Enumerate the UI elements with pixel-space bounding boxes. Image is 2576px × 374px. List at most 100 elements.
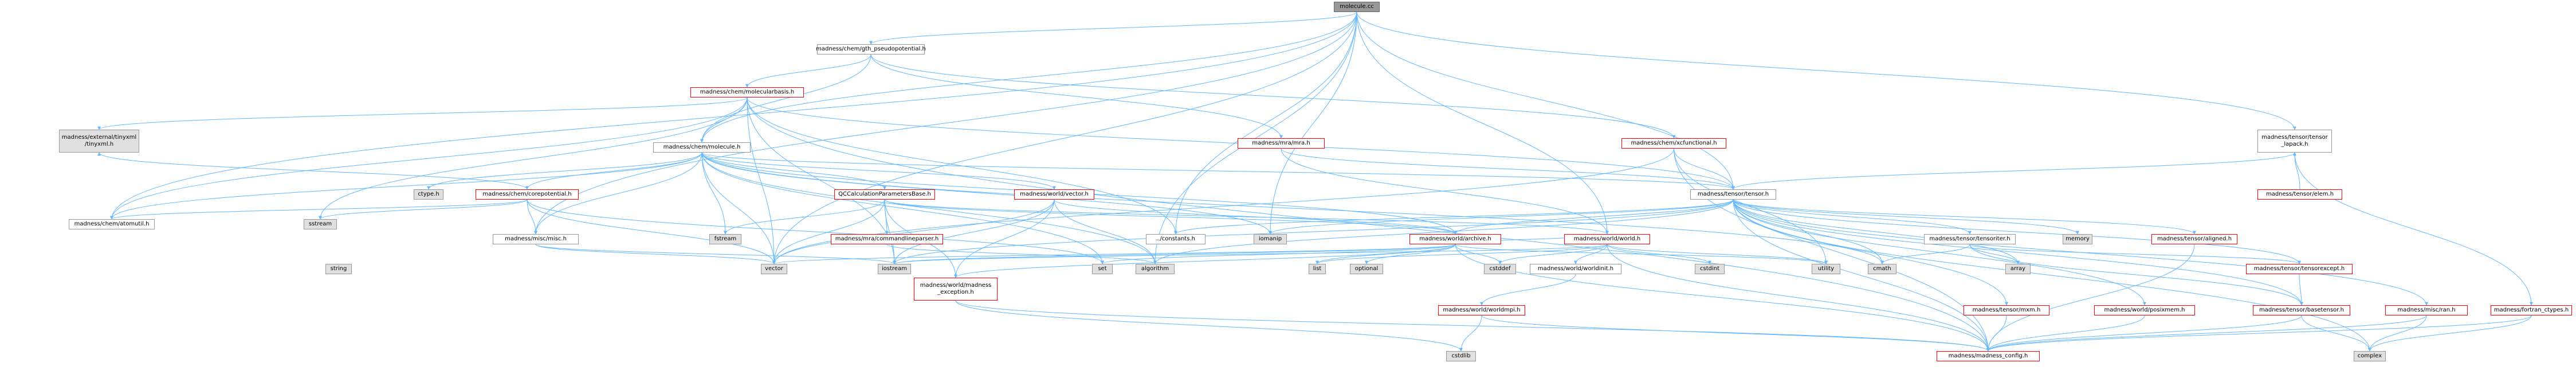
edge-worldh-cstddef bbox=[1498, 244, 1608, 264]
edge-worldh-iostream bbox=[893, 244, 1608, 264]
edge-tensor-mxm bbox=[1733, 199, 2008, 306]
edge-tensor-cmath bbox=[1733, 199, 1884, 264]
edge-root-molecule bbox=[700, 11, 1357, 143]
node-atomutil[interactable]: madness/chem/atomutil.h bbox=[69, 219, 155, 229]
node-iomanip[interactable]: iomanip bbox=[1254, 234, 1287, 244]
edge-corepot-atomutil bbox=[110, 199, 528, 220]
node-qccalcparams[interactable]: QCCalculationParametersBase.h bbox=[834, 189, 935, 200]
edge-qccalc-archive bbox=[884, 199, 1457, 235]
edge-aligned-config bbox=[1986, 244, 2195, 352]
node-tensor-lapack[interactable]: madness/tensor/tensor _lapack.h bbox=[2257, 130, 2332, 153]
edge-molbasis-atomutil bbox=[110, 97, 748, 220]
edge-vector-madexc bbox=[954, 199, 1055, 278]
edge-gth-molecule bbox=[700, 54, 871, 143]
node-misc[interactable]: madness/misc/misc.h bbox=[493, 234, 579, 244]
node-molecule-h[interactable]: madness/chem/molecule.h bbox=[653, 142, 751, 153]
node-mxm[interactable]: madness/tensor/mxm.h bbox=[1964, 305, 2049, 315]
edge-fortran-config bbox=[1986, 315, 2532, 352]
node-algorithm[interactable]: algorithm bbox=[1136, 264, 1175, 274]
edge-tensoriter-tensorexcept bbox=[1969, 244, 2301, 264]
node-string[interactable]: string bbox=[325, 264, 352, 274]
edge-misc-iostream bbox=[535, 244, 896, 264]
edge-molecule-qccalc bbox=[701, 152, 886, 190]
edge-tensorexcept-basetensor bbox=[2299, 274, 2303, 306]
node-madness-config[interactable]: madness/madness_config.h bbox=[1937, 351, 2040, 361]
edge-root-tlapack bbox=[1356, 11, 2296, 130]
node-constants[interactable]: ../constants.h bbox=[1146, 234, 1205, 244]
node-iostream[interactable]: iostream bbox=[878, 264, 911, 274]
node-set[interactable]: set bbox=[1092, 264, 1113, 274]
node-commandlineparser[interactable]: madness/mra/commandlineparser.h bbox=[831, 234, 943, 244]
edge-molecule-corepot bbox=[525, 152, 702, 190]
edge-worldh-worldinit bbox=[1574, 244, 1608, 264]
edge-vector-vec bbox=[772, 199, 1055, 264]
edge-archive-config bbox=[1455, 244, 1990, 352]
edge-xcfunc-tensor bbox=[1674, 148, 1735, 190]
edge-tensor-consts bbox=[1174, 199, 1734, 235]
node-tensoriter[interactable]: madness/tensor/tensoriter.h bbox=[1924, 234, 2016, 244]
node-worldinit[interactable]: madness/world/worldinit.h bbox=[1530, 264, 1621, 274]
edge-basetensor-complex bbox=[2301, 315, 2371, 352]
edge-tensor-basetensor bbox=[1733, 199, 2303, 306]
node-mra[interactable]: madness/mra/mra.h bbox=[1238, 138, 1325, 149]
node-basetensor[interactable]: madness/tensor/basetensor.h bbox=[2253, 305, 2350, 315]
edge-tensor-algorithm bbox=[1153, 199, 1734, 264]
edge-ran-config bbox=[1986, 315, 2427, 352]
node-posixmem[interactable]: madness/world/posixmem.h bbox=[2094, 305, 2195, 315]
node-array[interactable]: array bbox=[2005, 264, 2031, 274]
node-complex[interactable]: complex bbox=[2354, 351, 2386, 361]
node-world-h[interactable]: madness/world/world.h bbox=[1564, 234, 1650, 244]
edge-molbasis-tinyxml bbox=[97, 97, 748, 130]
node-ran[interactable]: madness/misc/ran.h bbox=[2385, 305, 2468, 315]
edge-xcfunc-config bbox=[1674, 148, 1990, 352]
edge-archive-iostream bbox=[893, 244, 1456, 264]
edge-molbasis-sstream bbox=[319, 97, 748, 220]
edge-tensorelem-tlapack bbox=[2293, 152, 2300, 190]
node-corepotential[interactable]: madness/chem/corepotential.h bbox=[476, 189, 579, 200]
node-memory[interactable]: memory bbox=[2063, 234, 2092, 244]
node-madness-exception[interactable]: madness/world/madness _exception.h bbox=[914, 278, 998, 301]
edge-molbasis-config bbox=[747, 97, 1990, 352]
node-molecularbasis[interactable]: madness/chem/molecularbasis.h bbox=[690, 87, 804, 98]
node-sstream[interactable]: sstream bbox=[304, 219, 337, 229]
node-tensor-h[interactable]: madness/tensor/tensor.h bbox=[1690, 189, 1776, 200]
node-fstream[interactable]: fstream bbox=[709, 234, 741, 244]
edge-molecule-atomutil bbox=[110, 152, 702, 220]
edge-root-tensor bbox=[1356, 11, 1735, 190]
node-utility[interactable]: utility bbox=[1812, 264, 1840, 274]
node-cstdlib[interactable]: cstdlib bbox=[1446, 351, 1476, 361]
node-cstddef[interactable]: cstddef bbox=[1484, 264, 1516, 274]
edge-tensor-iostream bbox=[893, 199, 1734, 264]
node-gth-pseudopotential[interactable]: madness/chem/gth_pseudopotential.h bbox=[816, 44, 926, 54]
edge-madexc-config bbox=[955, 300, 1990, 352]
node-fortran-ctypes[interactable]: madness/fortran_ctypes.h bbox=[2491, 305, 2572, 315]
edge-archive-optional bbox=[1365, 244, 1456, 264]
node-archive[interactable]: madness/world/archive.h bbox=[1409, 234, 1501, 244]
edge-molecule-tensor bbox=[701, 152, 1735, 190]
edge-qccalc-vec bbox=[772, 199, 885, 264]
edge-molecule-iomanip bbox=[701, 152, 1272, 235]
edge-posixmem-config bbox=[1986, 315, 2145, 352]
node-worldmpi[interactable]: madness/world/worldmpi.h bbox=[1438, 305, 1525, 315]
node-tensor-elem[interactable]: madness/tensor/elem.h bbox=[2257, 189, 2342, 200]
node-vector[interactable]: vector bbox=[761, 264, 787, 274]
edge-vector-iostream bbox=[893, 199, 1055, 264]
node-world-vector[interactable]: madness/world/vector.h bbox=[1014, 189, 1094, 200]
node-optional[interactable]: optional bbox=[1350, 264, 1383, 274]
edge-tensoriter-array bbox=[1969, 244, 2020, 264]
node-xcfunctional[interactable]: madness/chem/xcfunctional.h bbox=[1621, 138, 1726, 149]
edge-root-vec bbox=[772, 11, 1357, 264]
node-cmath[interactable]: cmath bbox=[1868, 264, 1896, 274]
node-tensorexcept[interactable]: madness/tensor/tensorexcept.h bbox=[2246, 264, 2353, 274]
node-tensor-aligned[interactable]: madness/tensor/aligned.h bbox=[2151, 234, 2237, 244]
node-list[interactable]: list bbox=[1309, 264, 1326, 274]
node-cstdint[interactable]: cstdint bbox=[1695, 264, 1725, 274]
node-ctype[interactable]: ctype.h bbox=[414, 189, 443, 200]
edge-gth-xcfunc bbox=[870, 54, 1676, 139]
node-tinyxml[interactable]: madness/external/tinyxml /tinyxml.h bbox=[59, 130, 139, 153]
edge-ran-complex bbox=[2368, 315, 2427, 352]
edge-corepot-vec bbox=[527, 199, 776, 264]
edge-madexc-cstdlib bbox=[955, 300, 1463, 352]
